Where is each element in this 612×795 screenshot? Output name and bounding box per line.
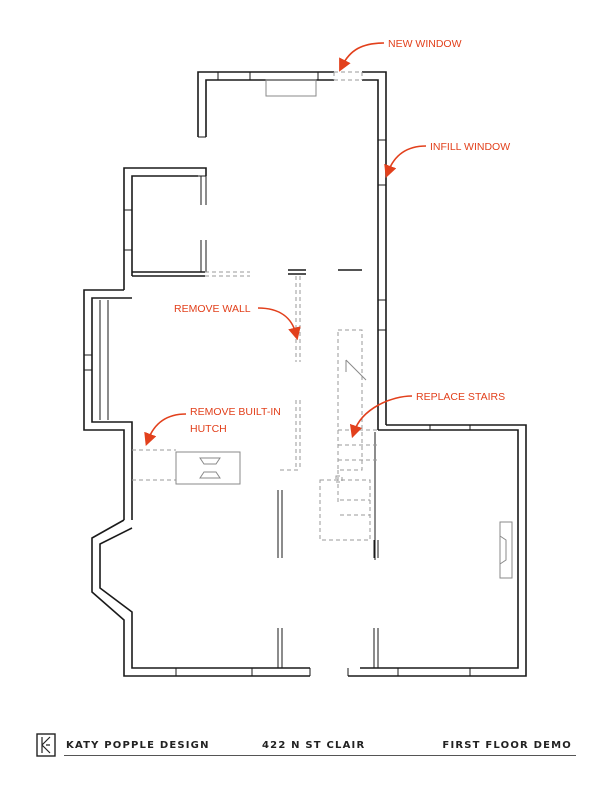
infill-window-note: INFILL WINDOW	[430, 141, 510, 153]
fixtures	[175, 79, 513, 579]
exterior-walls	[83, 71, 527, 677]
katy-popple-logo-icon	[36, 733, 56, 757]
remove-hutch-note-line2: HUTCH	[190, 423, 227, 435]
demo-lines	[132, 71, 378, 541]
remove-wall-note: REMOVE WALL	[174, 303, 251, 315]
infill-window-arrow	[384, 145, 427, 178]
annotations: NEW WINDOW INFILL WINDOW REMOVE WALL REP…	[144, 38, 510, 446]
interior-walls	[132, 176, 379, 668]
title-block: KATY POPPLE DESIGN 422 N ST CLAIR FIRST …	[36, 733, 576, 761]
sheet-title: FIRST FLOOR DEMO	[442, 740, 572, 751]
replace-stairs-arrow	[349, 395, 413, 439]
remove-wall-arrow	[257, 307, 301, 341]
new-window-note: NEW WINDOW	[388, 38, 462, 50]
replace-stairs-note: REPLACE STAIRS	[416, 391, 505, 403]
remove-hutch-note-line1: REMOVE BUILT-IN	[190, 406, 281, 418]
fireplace	[499, 521, 513, 579]
title-rule	[64, 755, 576, 756]
project-address: 422 N ST CLAIR	[262, 740, 366, 751]
new-window-arrow	[339, 42, 385, 72]
remove-hutch-arrow	[144, 413, 187, 446]
company-name: KATY POPPLE DESIGN	[66, 740, 210, 751]
floor-plan: NEW WINDOW INFILL WINDOW REMOVE WALL REP…	[83, 38, 527, 677]
built-in-hutch	[175, 451, 241, 485]
